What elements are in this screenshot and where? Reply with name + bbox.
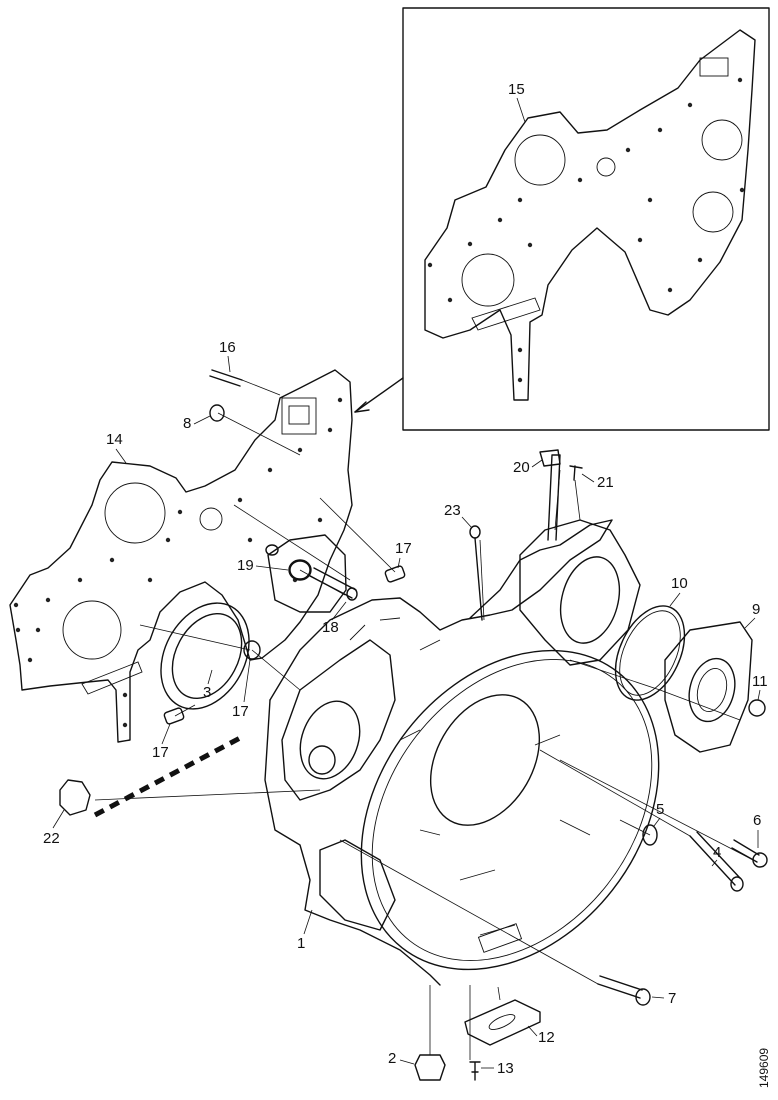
timing-plate-detail bbox=[424, 29, 756, 401]
callout-24: 23 bbox=[444, 502, 461, 519]
detail-inset-box bbox=[402, 7, 770, 431]
drawing-number: 149609 bbox=[757, 1048, 771, 1088]
callout-4: 4 bbox=[713, 844, 721, 861]
callout-19: 18 bbox=[322, 619, 339, 636]
callout-8: 8 bbox=[183, 415, 191, 432]
callout-1: 1 bbox=[297, 935, 305, 952]
callout-17-top: 17 bbox=[395, 540, 412, 557]
timing-plate bbox=[9, 369, 353, 743]
flywheel-housing bbox=[264, 454, 660, 986]
callout-21: 20 bbox=[513, 459, 530, 476]
callout-16: 16 bbox=[219, 339, 236, 356]
callout-14: 14 bbox=[106, 431, 123, 448]
callout-23: 22 bbox=[43, 830, 60, 847]
callout-18: 17 bbox=[232, 703, 249, 720]
callout-9: 9 bbox=[752, 601, 760, 618]
callout-17-bottom: 17 bbox=[152, 744, 169, 761]
callout-15: 15 bbox=[508, 81, 525, 98]
callout-3: 3 bbox=[203, 684, 211, 701]
cover-cap bbox=[265, 534, 358, 613]
callout-labels: 15 16 8 14 20 21 23 17 19 10 9 18 3 17 1… bbox=[43, 81, 768, 1077]
callout-20: 19 bbox=[237, 557, 254, 574]
bolt-group bbox=[59, 369, 768, 1081]
callout-5: 5 bbox=[656, 801, 664, 818]
callout-6: 6 bbox=[753, 812, 761, 829]
o-ring bbox=[614, 605, 686, 701]
callout-11: 11 bbox=[752, 673, 768, 690]
callout-22: 21 bbox=[597, 474, 614, 491]
callout-10: 10 bbox=[671, 575, 688, 592]
callout-7: 7 bbox=[668, 990, 676, 1007]
callout-13: 13 bbox=[497, 1060, 514, 1077]
front-seal bbox=[160, 602, 250, 710]
leader-lines bbox=[94, 379, 758, 1060]
callout-12: 12 bbox=[538, 1029, 555, 1046]
callout-2: 2 bbox=[388, 1050, 396, 1067]
seal-cover bbox=[664, 621, 753, 753]
